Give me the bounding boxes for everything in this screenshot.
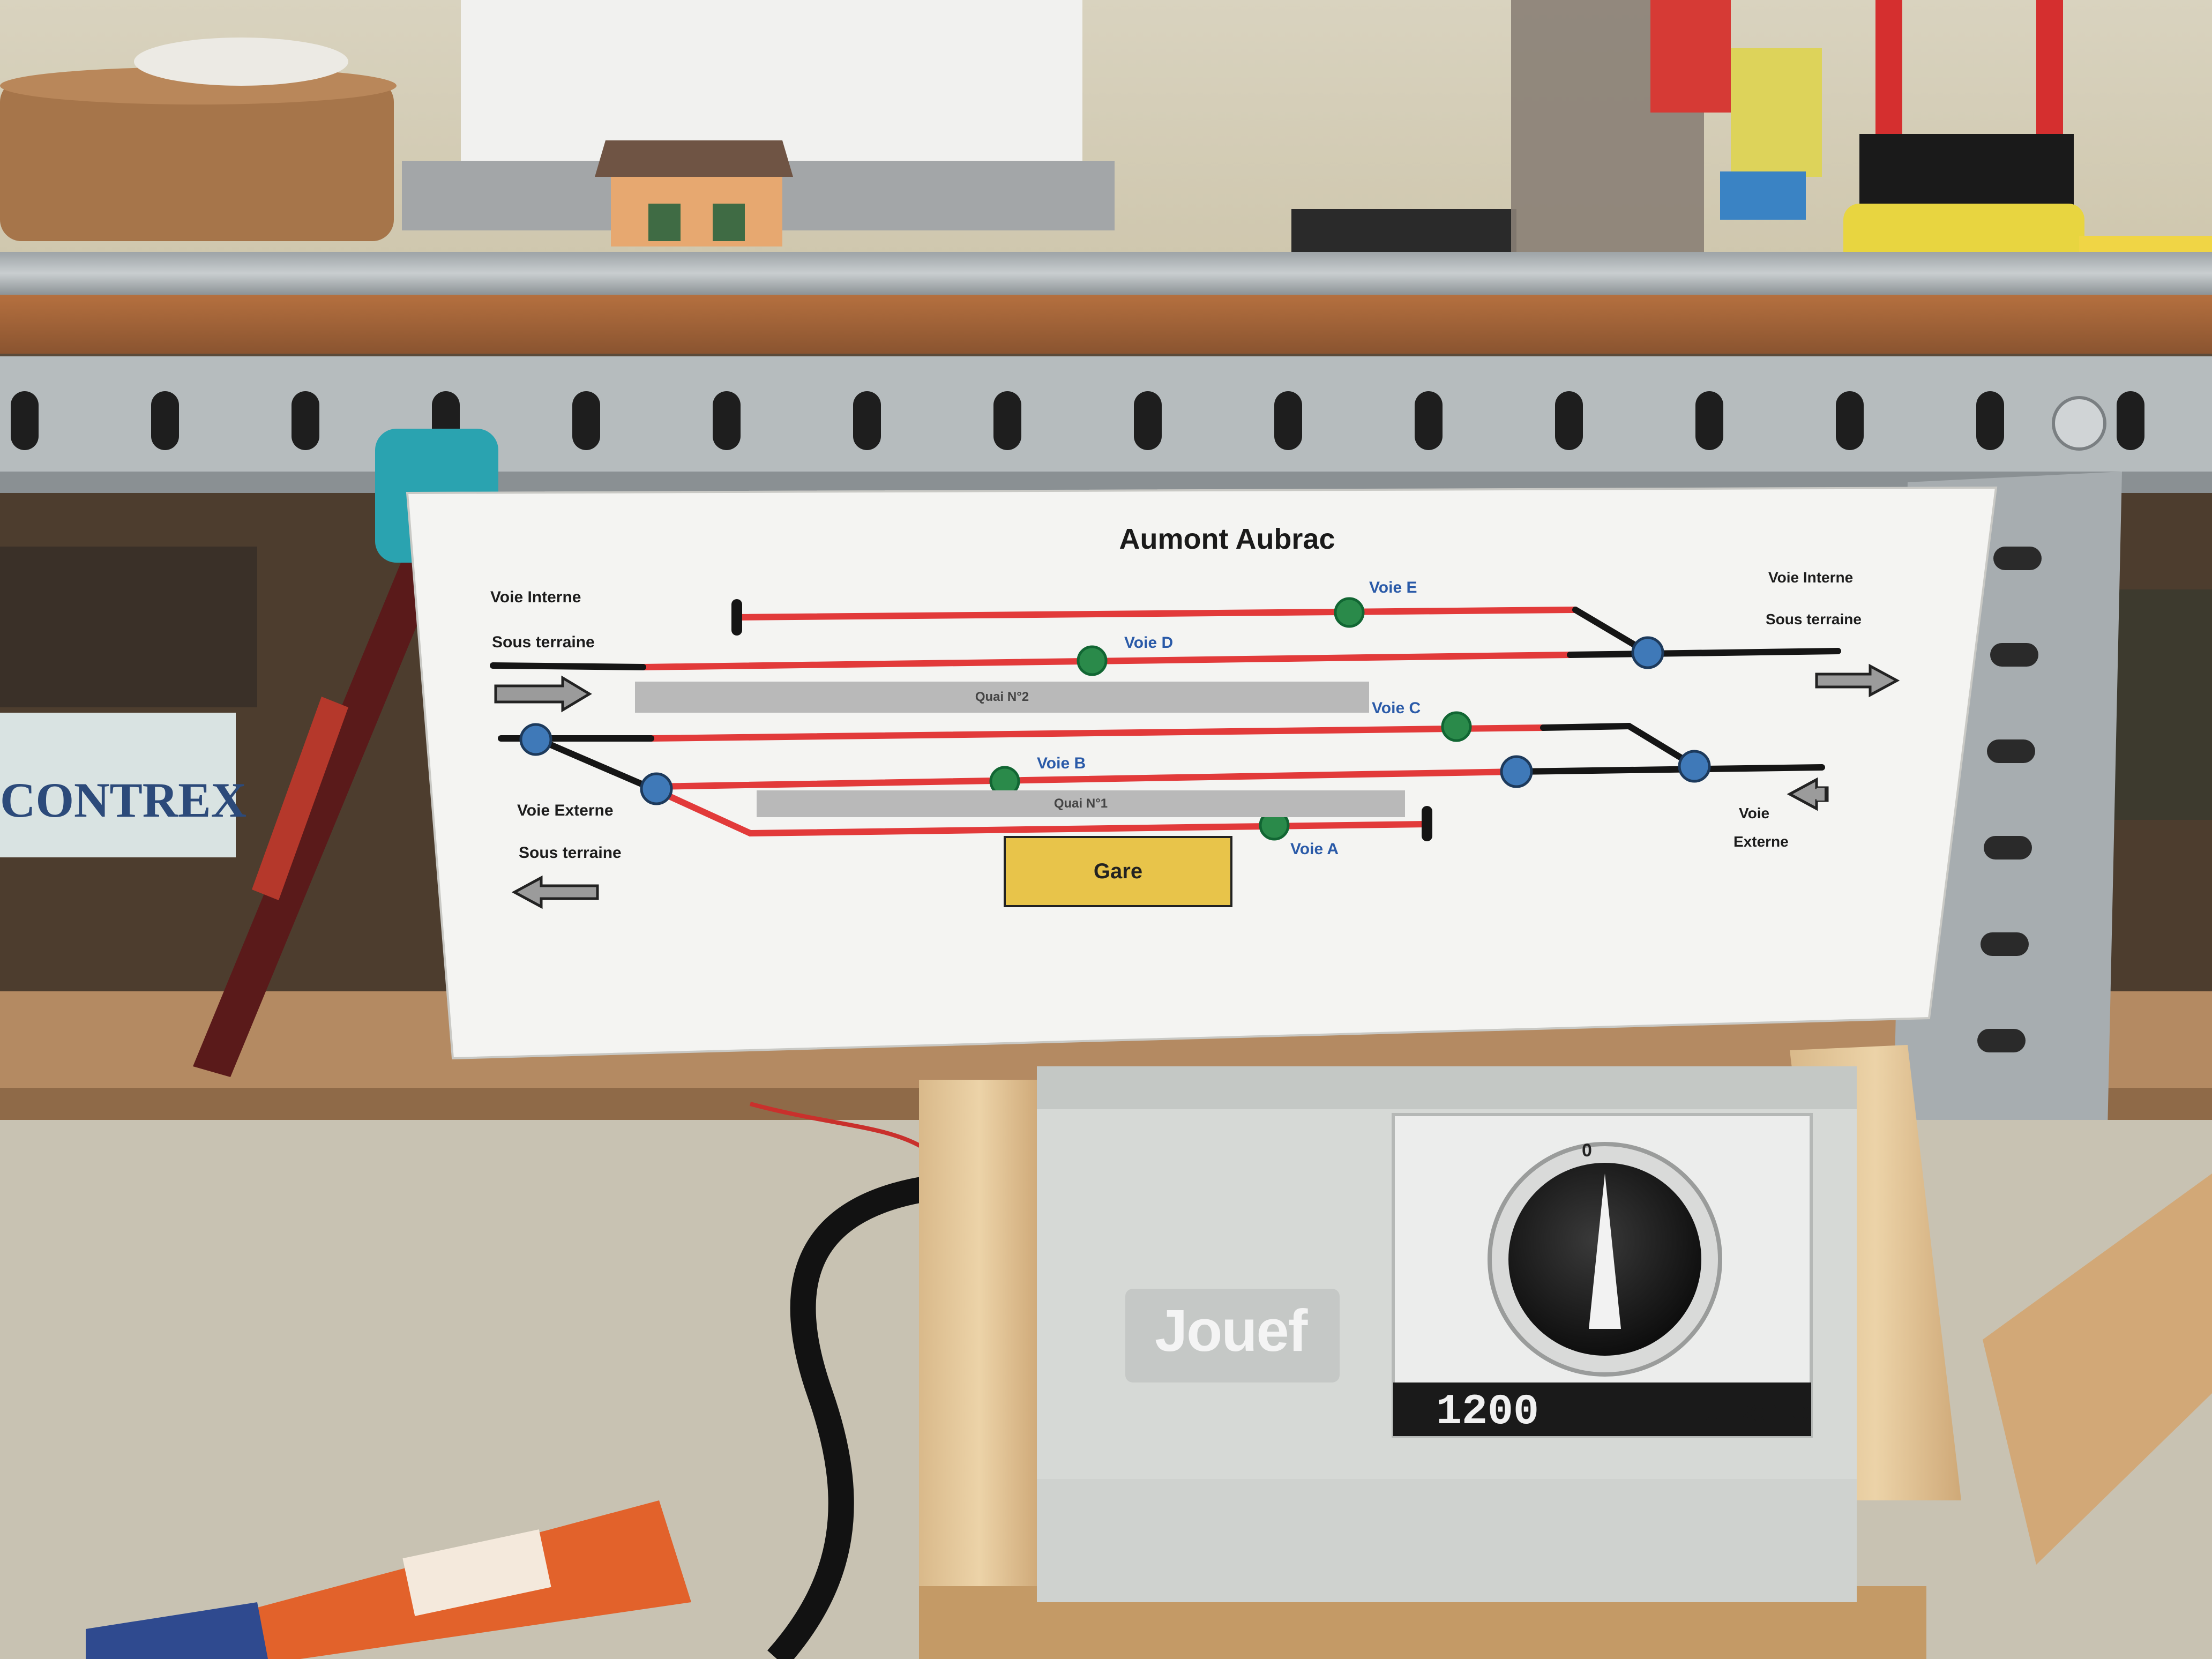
upright-slot [1987, 739, 2035, 763]
right-b-line [1513, 764, 1825, 775]
beam-slot [572, 391, 600, 450]
beam-slot [1415, 391, 1443, 450]
blue-box [86, 1602, 268, 1659]
label-voie-a: Voie A [1290, 840, 1339, 858]
upright-slot [1984, 836, 2032, 860]
track-e [734, 607, 1579, 621]
contrex-box [0, 713, 236, 857]
jouef-logo-text: Jouef [1155, 1298, 1307, 1364]
beam-slot [713, 391, 741, 450]
switch-right-top [1631, 636, 1664, 669]
blue-tape [1720, 171, 1806, 220]
label-voie-c: Voie C [1372, 699, 1421, 717]
platform-quai-2-label: Quai N°2 [975, 690, 1029, 704]
house-window-left [648, 204, 681, 241]
panel-title: Aumont Aubrac [1119, 523, 1335, 555]
label-externe-right: Externe [1733, 833, 1789, 850]
signal-c [1441, 711, 1472, 742]
switch-left-top [519, 723, 552, 756]
beam-slot [1836, 391, 1864, 450]
beam-bolt [2052, 396, 2106, 451]
station-box: Gare [1004, 836, 1232, 907]
label-voie-b: Voie B [1037, 754, 1086, 772]
jouef-badge [1125, 1289, 1340, 1382]
platform-quai-1: Quai N°1 [757, 790, 1405, 817]
label-sous-terraine-right: Sous terraine [1766, 611, 1862, 627]
left-diagonal [533, 735, 660, 794]
red-pliers-left [1875, 0, 1902, 145]
angled-plank [1983, 1174, 2212, 1565]
label-voie-e: Voie E [1369, 579, 1417, 596]
knob-zero-mark: 0 [1582, 1140, 1592, 1161]
label-voie-interne-right: Voie Interne [1768, 569, 1854, 586]
label-sous-terraine-left-bottom: Sous terraine [519, 844, 622, 862]
signals [989, 597, 1472, 841]
beam-slots [11, 391, 2144, 450]
red-packet [1650, 0, 1731, 113]
signal-d [1077, 645, 1108, 676]
track-c [648, 724, 1546, 742]
beam-slot [11, 391, 39, 450]
beam-slot [853, 391, 881, 450]
platform-quai-2: Quai N°2 [635, 682, 1369, 713]
label-voie-interne-left: Voie Interne [490, 588, 581, 606]
dark-bowl [1291, 209, 1516, 257]
dial-plate-band [1393, 1382, 1811, 1436]
upright-slot [1993, 547, 2042, 570]
platform-quai-1-label: Quai N°1 [1053, 796, 1108, 811]
beam-slot [1274, 391, 1302, 450]
white-lid [134, 38, 348, 86]
track-b [651, 768, 1520, 790]
beam-slot [1695, 391, 1723, 450]
track-a [653, 787, 1429, 837]
power-controller[interactable] [1037, 1066, 1857, 1602]
beam-slot [993, 391, 1021, 450]
upright-slot [1977, 1029, 2026, 1052]
knob-pointer [1589, 1174, 1621, 1329]
yellow-tape [1731, 48, 1822, 177]
beam-slot [2117, 391, 2144, 450]
beam-slot [151, 391, 179, 450]
house-window-right [713, 204, 745, 241]
red-wire [749, 1102, 923, 1149]
label-voie-d: Voie D [1124, 634, 1174, 652]
model-number: 1200 [1436, 1388, 1540, 1437]
red-pliers-right [2036, 0, 2063, 145]
switch-left-bottom [640, 772, 673, 805]
sous-terraine-left-line [490, 662, 646, 670]
board-top-rail [0, 252, 2212, 295]
beam-slot [1134, 391, 1162, 450]
arrow-right-top-left [494, 675, 592, 713]
model-type: ELECTRONIC [1656, 1400, 1809, 1426]
orange-box-label [402, 1529, 551, 1616]
switch-right-b [1500, 755, 1533, 788]
model-house-roof [595, 140, 793, 177]
arrow-right-top-right [1815, 663, 1900, 698]
model-house [611, 171, 782, 246]
beam-slot [1976, 391, 2004, 450]
signal-e [1334, 597, 1365, 628]
label-voie-right: Voie [1739, 805, 1770, 821]
arrow-left-bottom-right-tail [1817, 788, 1825, 801]
beam-slot [1555, 391, 1583, 450]
contrex-label: CONTREX [0, 773, 247, 827]
beam-slot [292, 391, 319, 450]
right-c-line [1540, 723, 1632, 731]
switch-right-c [1678, 750, 1711, 783]
pine-frame-left [919, 1080, 1040, 1659]
label-voie-externe-left: Voie Externe [517, 802, 614, 819]
black-cable [767, 1177, 924, 1659]
switches [519, 636, 1711, 805]
stacked-boxes [0, 547, 257, 707]
right-top-line [1567, 648, 1841, 658]
upright-slot [1981, 932, 2029, 956]
cork-roll [0, 80, 394, 241]
board-wood-edge [0, 295, 2212, 354]
label-sous-terraine-left-top: Sous terraine [492, 633, 595, 651]
upright-slot [1990, 643, 2038, 667]
arrow-left-bottom-left [511, 875, 599, 909]
